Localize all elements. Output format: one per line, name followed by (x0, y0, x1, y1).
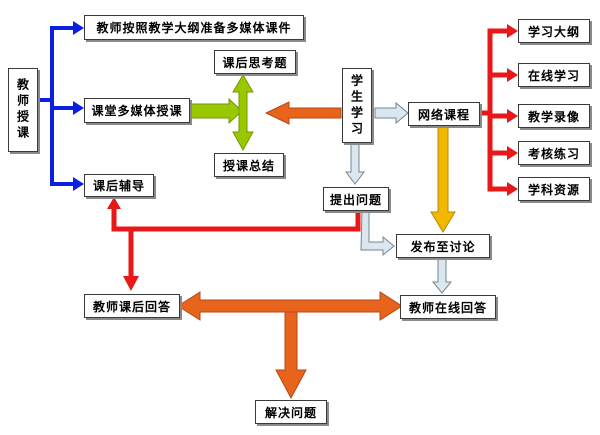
arrow-to-online-study (507, 68, 518, 82)
node-raise-question: 提出问题 (323, 187, 389, 211)
node-student-learning: 学生学习 (342, 68, 372, 143)
arrow-to-solve-problem (275, 311, 307, 400)
node-solve-problem: 解决问题 (255, 400, 327, 424)
node-subject-resources: 学科资源 (518, 177, 590, 201)
arrow-to-classroom-teaching (73, 101, 84, 115)
node-post-discussion: 发布至讨论 (396, 234, 490, 258)
node-teacher-teaching: 教师授课 (8, 68, 38, 152)
node-prepare-courseware: 教师按照教学大纲准备多媒体课件 (84, 15, 304, 40)
arrow-to-post-discussion (360, 209, 395, 257)
arrow-to-after-class-tutoring-red (107, 197, 121, 209)
node-online-course: 网络课程 (408, 102, 480, 126)
node-teacher-after-class-answer: 教师课后回答 (84, 294, 180, 318)
arrow-online-course-to-discussion (430, 125, 456, 233)
arrow-student-to-center (264, 101, 342, 125)
node-classroom-teaching: 课堂多媒体授课 (84, 98, 190, 123)
red-connectors (107, 24, 518, 291)
arrow-to-exam-practice (507, 146, 518, 160)
node-online-study: 在线学习 (518, 63, 590, 87)
arrow-to-prepare-courseware (73, 21, 84, 35)
grey-connectors (345, 101, 453, 294)
arrow-to-syllabus (507, 24, 518, 38)
arrow-to-after-class-tutoring (73, 177, 84, 191)
arrow-to-online-answer (431, 255, 453, 294)
blue-connectors (38, 21, 84, 191)
node-teacher-online-answer: 教师在线回答 (400, 295, 496, 319)
green-connectors (189, 74, 254, 152)
node-exam-practice: 考核练习 (518, 141, 590, 165)
arrow-to-teacher-answer (123, 276, 139, 291)
node-teaching-video: 教学录像 (518, 104, 590, 128)
arrow-to-raise-question (345, 142, 365, 185)
node-teaching-summary: 授课总结 (214, 153, 284, 177)
arrow-to-online-course (374, 101, 409, 125)
arrow-to-center (189, 97, 243, 125)
node-after-class-questions: 课后思考题 (214, 50, 296, 74)
node-after-class-tutoring: 课后辅导 (84, 174, 154, 197)
node-syllabus: 学习大纲 (518, 19, 590, 43)
arrow-to-teaching-video (507, 109, 518, 123)
arrow-to-subject-resources (507, 182, 518, 196)
double-arrow-vertical (232, 74, 254, 152)
